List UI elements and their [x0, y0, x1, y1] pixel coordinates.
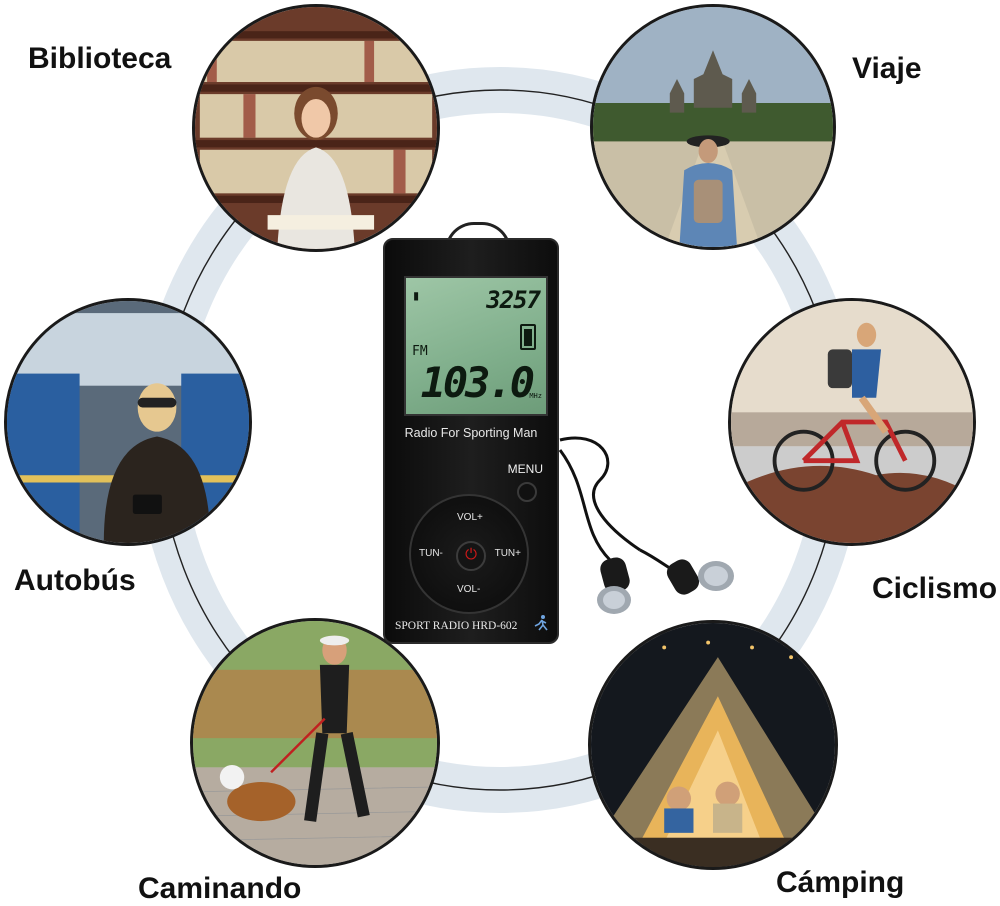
battery-icon: [520, 324, 536, 350]
library-photo: [192, 4, 440, 252]
lcd-screen: ▮ 3257 FM 103.0 MHz: [404, 276, 548, 416]
label-camping: Cámping: [776, 866, 905, 899]
device-brand: SPORT RADIO HRD-602: [395, 620, 518, 632]
control-wheel[interactable]: VOL+ VOL- TUN- TUN+ ⏻: [409, 494, 529, 614]
bus-photo: [4, 298, 252, 546]
tune-up-button[interactable]: TUN+: [494, 548, 521, 559]
device-tagline: Radio For Sporting Man: [404, 426, 538, 440]
radio-device: ▮ 3257 FM 103.0 MHz Radio For Sporting M…: [383, 238, 559, 644]
volume-down-button[interactable]: VOL-: [457, 584, 481, 595]
earphones: [558, 436, 734, 614]
band-indicator: FM: [412, 344, 428, 359]
travel-photo: [590, 4, 836, 250]
label-cycling: Ciclismo: [872, 572, 998, 605]
walking-photo: [190, 618, 440, 868]
label-walking: Caminando: [138, 872, 302, 905]
menu-label: MENU: [507, 462, 543, 476]
label-library: Biblioteca: [28, 42, 172, 75]
frequency-readout: 103.0: [420, 358, 535, 407]
signal-icon: ▮: [412, 288, 421, 304]
frequency-unit: MHz: [529, 392, 542, 400]
label-bus: Autobús: [14, 564, 136, 597]
runner-icon: [534, 615, 548, 631]
volume-up-button[interactable]: VOL+: [457, 512, 483, 523]
camping-photo: [588, 620, 838, 870]
power-button[interactable]: ⏻: [456, 541, 486, 571]
label-travel: Viaje: [852, 52, 922, 85]
menu-button[interactable]: [517, 482, 537, 502]
step-counter: 3257: [486, 286, 541, 314]
tune-down-button[interactable]: TUN-: [419, 548, 443, 559]
cycling-photo: [728, 298, 976, 546]
